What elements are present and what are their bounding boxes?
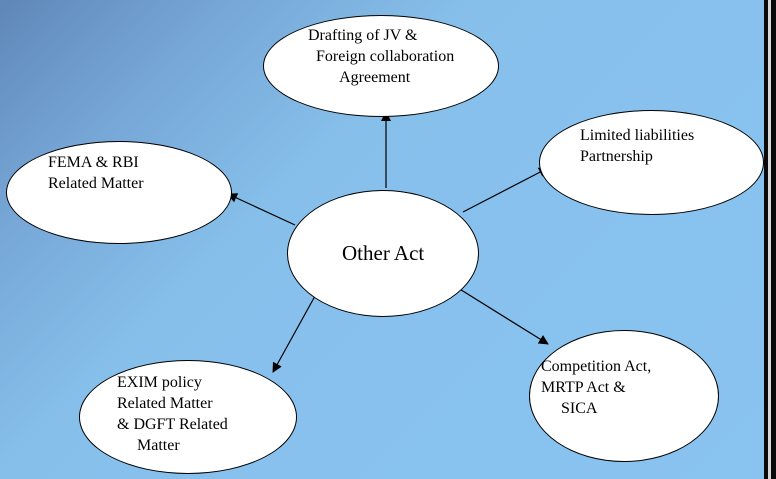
node-llp (539, 110, 764, 215)
node-llp-label: Limited liabilities Partnership (580, 127, 695, 165)
node-exim (79, 360, 297, 474)
arrow-to-llp (462, 167, 549, 213)
node-competition (529, 330, 719, 462)
node-drafting (263, 15, 499, 117)
window-edge-strip (764, 0, 776, 479)
center-label: Other Act (342, 241, 425, 265)
center-node (287, 190, 479, 317)
node-competition-label: Competition Act, MRTP Act & SICA (541, 358, 652, 417)
node-exim-label: EXIM policy Related Matter & DGFT Relate… (117, 374, 228, 454)
arrow-to-fema (227, 193, 296, 226)
window-edge-bar (768, 0, 771, 479)
node-drafting-label: Drafting of JV & Foreign collaboration A… (308, 27, 455, 86)
arrow-to-competition (457, 287, 549, 345)
arrow-to-exim (272, 286, 321, 373)
node-fema-label: FEMA & RBI Related Matter (48, 154, 144, 192)
node-fema (6, 141, 232, 244)
